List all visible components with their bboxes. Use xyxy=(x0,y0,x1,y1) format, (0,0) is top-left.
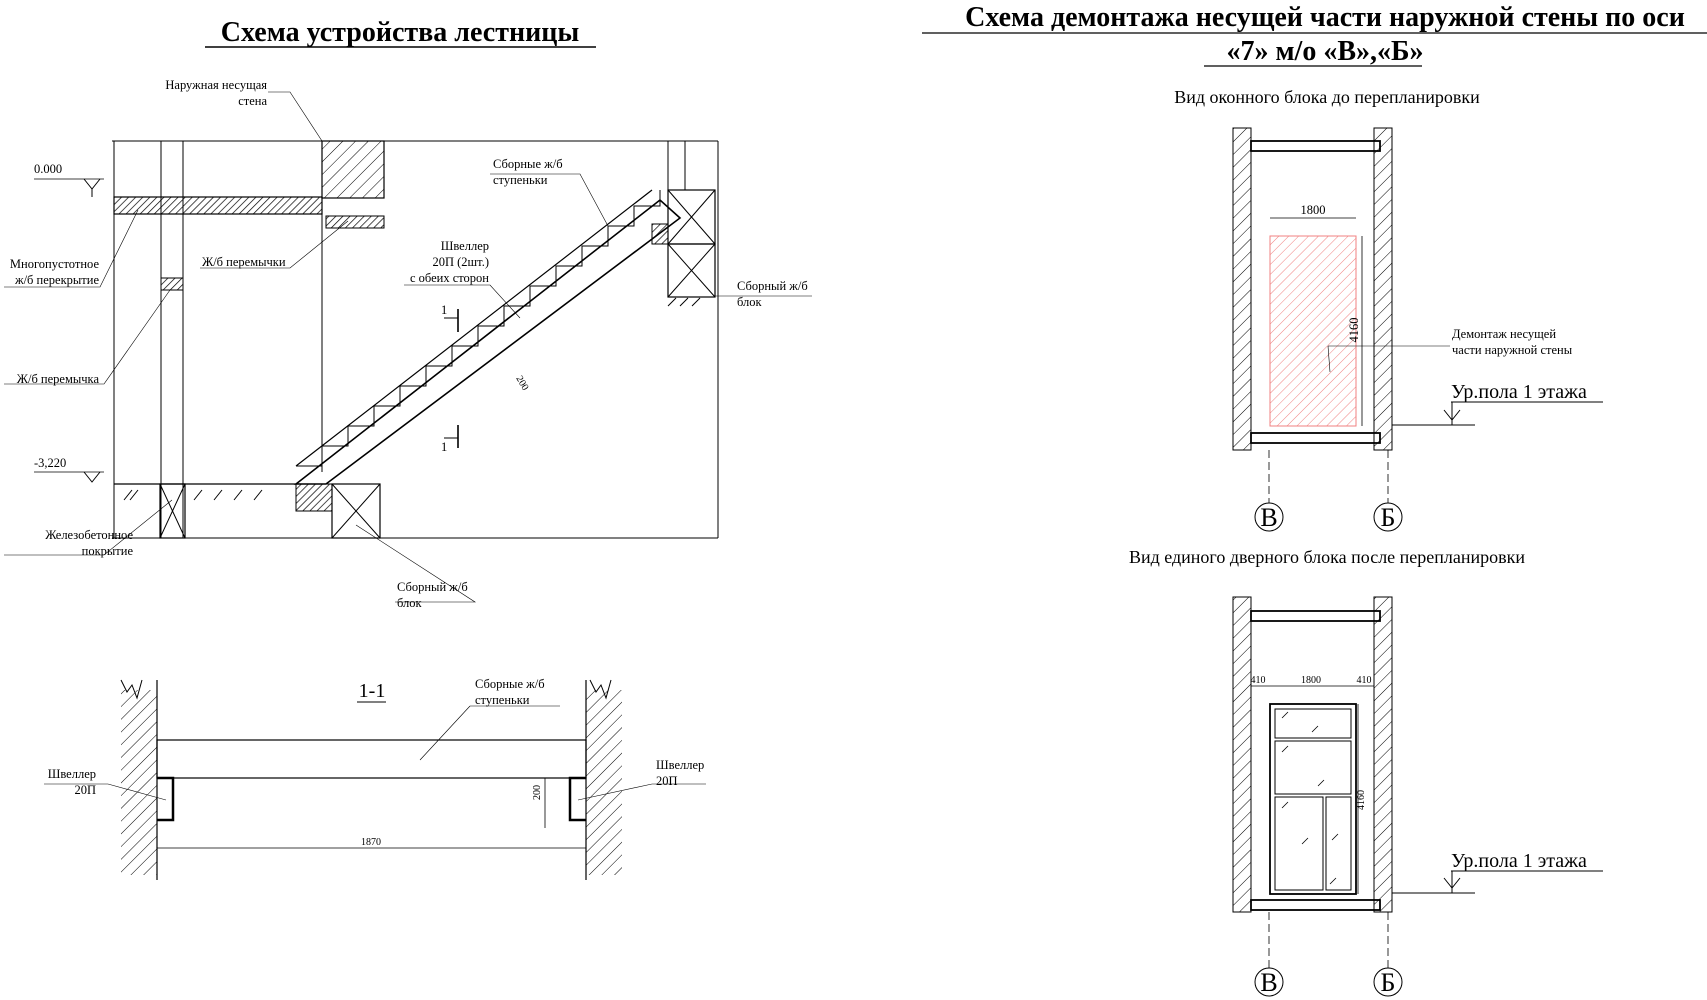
demolition-scheme: Схема демонтажа несущей части наружной с… xyxy=(922,2,1707,997)
demolition-title-line1: Схема демонтажа несущей части наружной с… xyxy=(965,2,1685,33)
stair-scheme-title: Схема устройства лестницы xyxy=(221,17,580,48)
stair-stringer xyxy=(293,198,682,485)
view-window-before: Вид оконного блока до перепланировки 180… xyxy=(1174,87,1603,532)
lintel-label: Ж/б перемычка xyxy=(17,372,100,386)
cut-mark-top: 1 xyxy=(441,303,447,317)
stringer-dim: 200 xyxy=(513,374,530,392)
section-title: 1-1 xyxy=(359,680,386,702)
demolition-area xyxy=(1269,235,1357,427)
view1-title: Вид оконного блока до перепланировки xyxy=(1174,87,1480,107)
stair-steps xyxy=(296,190,661,467)
view2-dim-left: 410 xyxy=(1251,675,1266,686)
view2-axis-left: В xyxy=(1260,968,1277,997)
demolition-title-line2: «7» м/о «В»,«Б» xyxy=(1226,36,1423,67)
view2-floor-level: Ур.пола 1 этажа xyxy=(1451,850,1587,872)
view1-dim-width: 1800 xyxy=(1301,203,1326,217)
lintels-label: Ж/б перемычки xyxy=(202,255,286,269)
view2-axis-right: Б xyxy=(1381,968,1396,997)
view1-axis-right: Б xyxy=(1381,503,1396,532)
stair-scheme: Схема устройства лестницы xyxy=(4,17,812,610)
view1-floor-level: Ур.пола 1 этажа xyxy=(1451,381,1587,403)
level-bottom: -3,220 xyxy=(34,456,66,470)
outer-wall xyxy=(321,140,385,199)
view2-dim-height: 4160 xyxy=(1356,790,1367,810)
level-top: 0.000 xyxy=(34,162,62,176)
section-step xyxy=(156,739,587,779)
view-door-after: Вид единого дверного блока после перепла… xyxy=(1129,547,1603,997)
view1-dim-height: 4160 xyxy=(1347,318,1361,343)
view2-dim-mid: 1800 xyxy=(1301,675,1321,686)
dim-200-section: 200 xyxy=(532,785,543,800)
dim-1870: 1870 xyxy=(361,837,381,848)
hollow-slab xyxy=(113,196,323,215)
view2-title: Вид единого дверного блока после перепла… xyxy=(1129,547,1525,567)
door-block xyxy=(1269,703,1357,895)
cut-mark-bottom: 1 xyxy=(441,440,447,454)
view1-axis-left: В xyxy=(1260,503,1277,532)
view2-dim-right: 410 xyxy=(1357,675,1372,686)
